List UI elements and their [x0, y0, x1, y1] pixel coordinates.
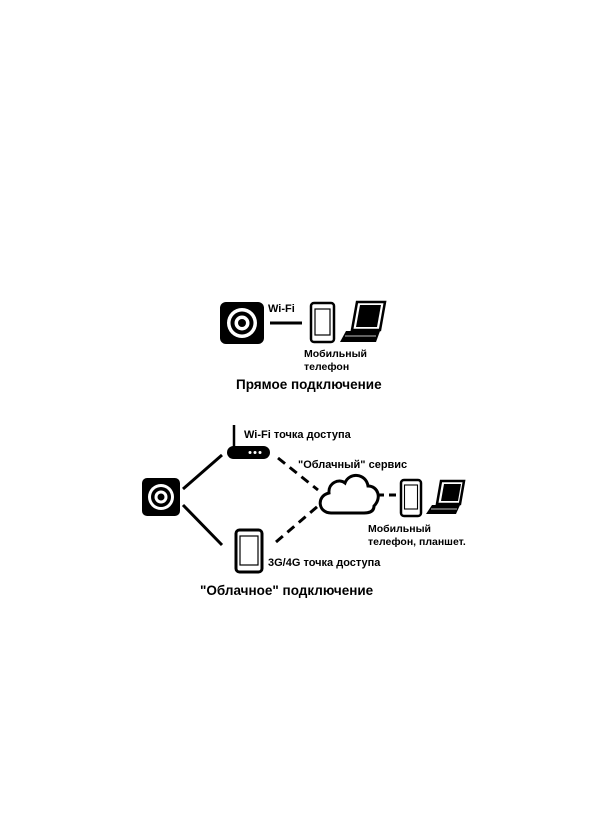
laptop-icon — [340, 300, 387, 342]
cloud-service-label: "Облачный" сервис — [298, 459, 408, 471]
phone-caption-line2: телефон — [304, 361, 350, 373]
camera-icon — [220, 302, 264, 344]
laptop-icon-cloud — [426, 479, 466, 514]
phone-caption-line1: Мобильный — [304, 348, 367, 360]
mobile-phone-icon-cloud — [399, 478, 423, 518]
mobile-phone-icon — [309, 301, 336, 344]
clients-caption-line1: Мобильный — [368, 523, 431, 535]
router-icon — [227, 425, 270, 459]
cloud-icon — [318, 474, 380, 515]
clients-caption-line2: телефон, планшет. — [368, 536, 466, 548]
hotspot-label: 3G/4G точка доступа — [268, 557, 381, 569]
router-label: Wi-Fi точка доступа — [244, 429, 351, 441]
camera-icon-cloud — [142, 478, 180, 516]
router-cloud-dashed-line — [277, 456, 319, 492]
camera-hotspot-line — [181, 503, 224, 547]
hotspot-cloud-dashed-line — [275, 504, 319, 544]
direct-connection-title: Прямое подключение — [236, 377, 382, 392]
wifi-link-label: Wi-Fi — [268, 303, 295, 315]
cloud-connection-title: "Облачное" подключение — [200, 583, 374, 598]
hotspot-phone-icon — [234, 528, 264, 574]
camera-router-line — [182, 453, 223, 491]
